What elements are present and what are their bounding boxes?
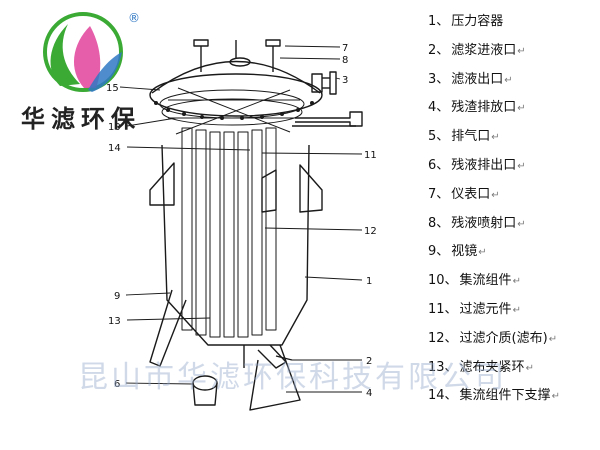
right-lug [299,164,323,213]
right-bottom-foot [249,344,301,411]
outlet-port [311,71,337,95]
legend-item-number: 7、 [428,186,450,202]
callout-15: 15 [106,83,119,94]
legend-item-number: 5、 [428,129,450,145]
brand-name: 华滤环保 [21,105,141,133]
legend-item-label: 滤液出口 [451,71,504,87]
legend-item-number: 12、 [428,330,458,346]
legend-item-number: 1、 [428,14,450,29]
legend-item-label: 过滤介质(滤布) [459,330,548,346]
legend-item-number: 3、 [428,71,450,87]
legend-item-label: 过滤元件 [459,301,512,317]
filter-elements [181,127,277,338]
bottom-discharge [257,344,287,369]
left-lug [149,162,175,206]
legend-item: 13、滤布夹紧环↵ [428,354,598,383]
top-ports [193,39,281,72]
registered-mark: ® [128,11,140,25]
callout-9: 9 [114,291,120,302]
callout-12: 12 [364,226,377,237]
legend-item-label: 滤布夹紧环 [459,359,525,375]
return-mark-icon: ↵ [491,189,500,201]
logo-emblem [43,12,123,92]
legend-item-label: 滤浆进液口 [451,42,517,58]
legend-item: 14、集流组件下支撑↵ [428,382,598,411]
return-mark-icon: ↵ [517,160,526,172]
manifold-grid [159,87,305,135]
legend-item: 3、滤液出口↵ [428,66,598,95]
return-mark-icon: ↵ [512,304,521,316]
callout-8: 8 [342,55,348,66]
legend-item-number: 14、 [428,388,458,404]
return-mark-icon: ↵ [491,132,500,144]
inlet-pipe [275,355,293,361]
legend-item-number: 6、 [428,157,450,173]
leader-lines [119,45,363,393]
return-mark-icon: ↵ [504,74,513,86]
legend-item-label: 排气口 [451,129,491,145]
return-mark-icon: ↵ [517,45,526,57]
legend-item: 4、残渣排放口↵ [428,94,598,123]
legend-item: 5、排气口↵ [428,123,598,152]
legend-item: 12、过滤介质(滤布)↵ [428,325,598,354]
callout-10: 10 [108,122,121,133]
callout-14: 14 [108,143,121,154]
callout-7: 7 [342,43,348,54]
return-mark-icon: ↵ [548,333,558,345]
legend-item: 6、残液排出口↵ [428,152,598,181]
vessel-cover [151,60,321,94]
callout-3: 3 [342,75,348,86]
legend-item: 9、视镜↵ [428,238,598,267]
right-lug-front [261,169,277,213]
legend-item-number: 10、 [428,273,458,289]
legend-item-number: 9、 [428,244,450,260]
legend-item-label: 仪表口 [451,186,491,202]
callout-13: 13 [108,316,121,327]
legend-item: 8、残液喷射口↵ [428,210,598,239]
callout-11: 11 [364,150,377,161]
left-leg [149,289,187,367]
residual-outlet [192,375,218,406]
legend-item-label: 压力容器 [451,14,504,29]
return-mark-icon: ↵ [517,218,526,230]
return-mark-icon: ↵ [517,103,526,115]
flange-bolts [154,101,314,120]
legend-item-label: 残渣排放口 [451,100,517,116]
return-mark-icon: ↵ [478,247,487,259]
legend-item-label: 残液喷射口 [451,215,517,231]
legend-item-number: 13、 [428,359,458,375]
callout-1: 1 [366,276,372,287]
callout-2: 2 [366,356,372,367]
legend-item: 7、仪表口↵ [428,181,598,210]
return-mark-icon: ↵ [512,276,521,288]
legend-item: 10、集流组件↵ [428,267,598,296]
legend-item: 1、压力容器 [428,8,598,37]
vessel-shell [161,144,310,346]
legend-item-number: 4、 [428,100,450,116]
right-pipes [292,111,363,127]
legend-item: 2、滤浆进液口↵ [428,37,598,66]
vessel-line-art [149,39,363,411]
legend-item-number: 8、 [428,215,450,231]
legend-item-number: 11、 [428,301,458,317]
company-watermark: 昆山市华滤环保科技有限公司 [78,360,507,395]
callout-6: 6 [114,379,120,390]
legend-item-number: 2、 [428,42,450,58]
return-mark-icon: ↵ [525,362,534,374]
legend-item-label: 视镜 [451,244,478,260]
legend-item-label: 残液排出口 [451,157,517,173]
legend-item-label: 集流组件 [459,273,512,289]
return-mark-icon: ↵ [551,391,560,403]
callout-4: 4 [366,388,372,399]
legend-item: 11、过滤元件↵ [428,296,598,325]
callout-numbers: 7 8 3 15 10 14 11 12 1 9 13 2 6 4 [106,43,377,399]
legend-item-label: 集流组件下支撑 [459,388,551,404]
